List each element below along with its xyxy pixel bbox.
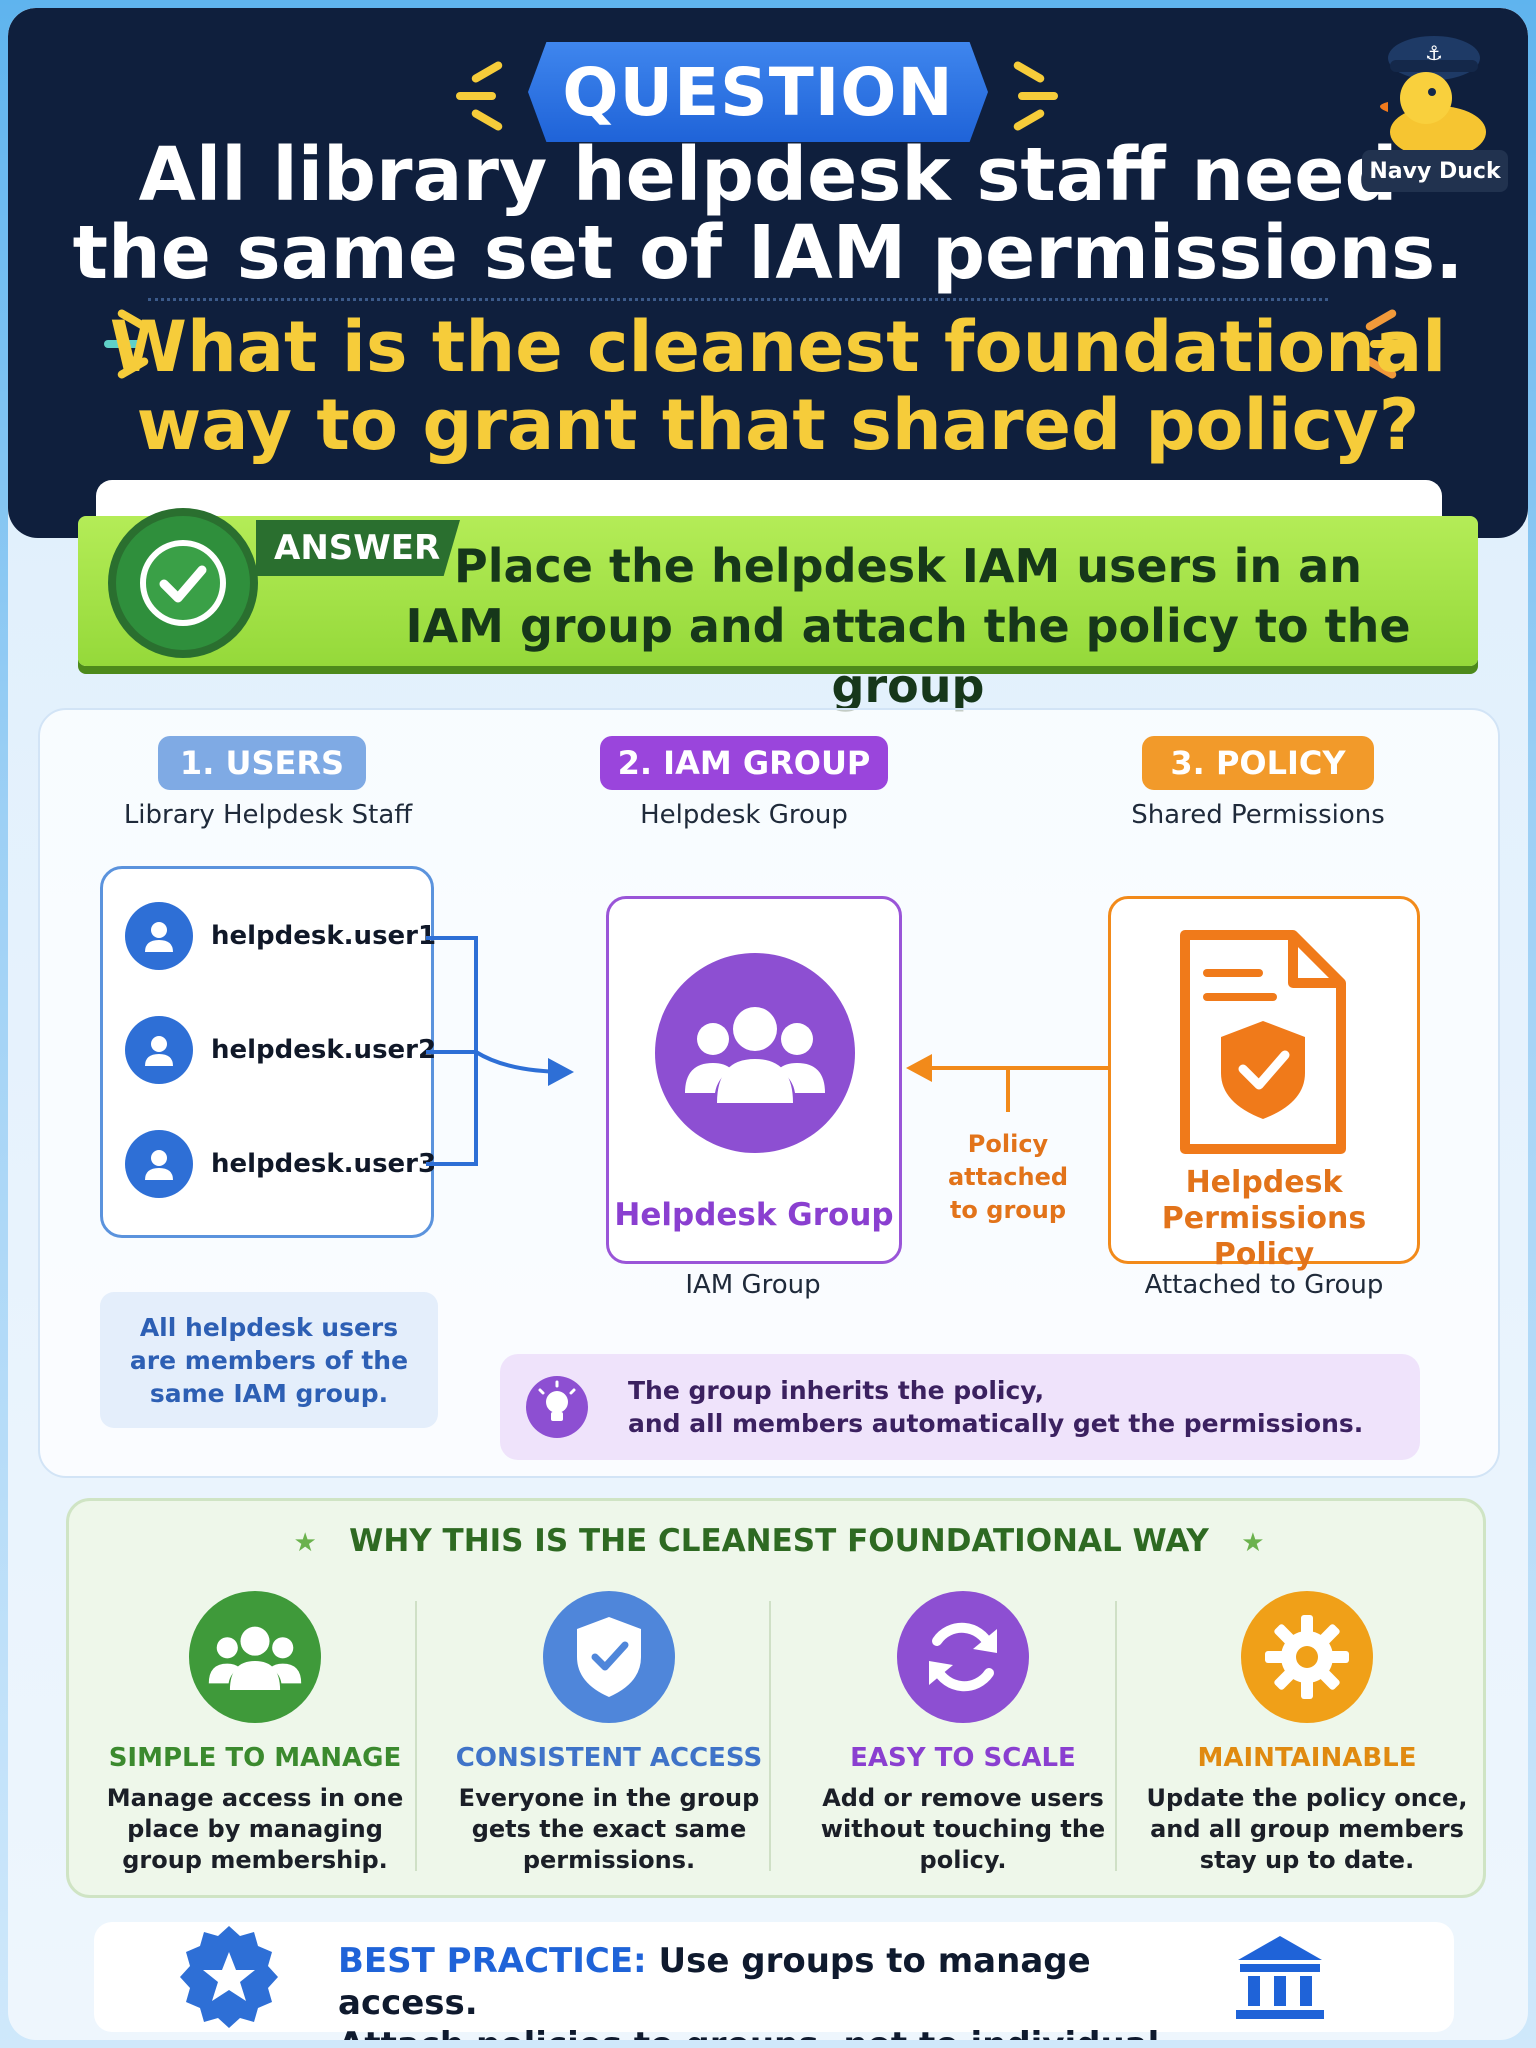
user-icon bbox=[125, 1016, 193, 1084]
user-item: helpdesk.user2 bbox=[125, 1015, 436, 1085]
column-divider bbox=[415, 1601, 417, 1871]
policy-document-icon bbox=[1180, 930, 1346, 1154]
group-caption: IAM Group bbox=[685, 1270, 821, 1300]
group-icon bbox=[655, 953, 855, 1153]
spark-ray bbox=[1370, 340, 1410, 348]
gear-icon bbox=[1241, 1591, 1373, 1723]
why-item-consistent: CONSISTENT ACCESS Everyone in the group … bbox=[439, 1591, 779, 1891]
why-title: ★ WHY THIS IS THE CLEANEST FOUNDATIONAL … bbox=[69, 1523, 1489, 1559]
best-practice-label: BEST PRACTICE: bbox=[338, 1941, 647, 1981]
spark-ray bbox=[104, 340, 144, 348]
why-body: Add or remove users without touching the… bbox=[820, 1784, 1106, 1874]
question-subline: What is the cleanest foundational way to… bbox=[68, 308, 1488, 464]
why-item-maintainable: MAINTAINABLE Update the policy once, and… bbox=[1137, 1591, 1477, 1891]
step-users-pill: 1. USERS bbox=[158, 736, 366, 790]
why-heading: MAINTAINABLE bbox=[1197, 1743, 1417, 1773]
check-icon bbox=[108, 508, 258, 658]
headline-line: the same set of IAM permissions. bbox=[72, 210, 1464, 296]
subline-line: What is the cleanest foundational bbox=[109, 306, 1447, 388]
group-name: Helpdesk Group bbox=[614, 1197, 894, 1233]
best-practice-line: Use groups to manage access. bbox=[338, 1941, 1091, 2023]
best-practice-text: BEST PRACTICE: Use groups to manage acce… bbox=[338, 1940, 1238, 2040]
star-badge-icon bbox=[180, 1926, 278, 2028]
column-divider bbox=[769, 1601, 771, 1871]
answer-line: IAM group and attach the policy to the g… bbox=[405, 599, 1411, 713]
policy-name-line: Helpdesk bbox=[1185, 1165, 1343, 1200]
why-heading: EASY TO SCALE bbox=[850, 1743, 1076, 1773]
user-name: helpdesk.user2 bbox=[211, 1035, 437, 1065]
why-item-scale: EASY TO SCALE Add or remove users withou… bbox=[793, 1591, 1133, 1891]
why-body: Update the policy once, and all group me… bbox=[1146, 1784, 1468, 1874]
why-body: Manage access in one place by managing g… bbox=[106, 1784, 404, 1874]
policy-caption: Attached to Group bbox=[1144, 1270, 1384, 1300]
inherit-note: The group inherits the policy, and all m… bbox=[500, 1354, 1420, 1460]
user-icon bbox=[125, 902, 193, 970]
mascot-label: Navy Duck bbox=[1362, 150, 1508, 192]
answer-tag: ANSWER bbox=[256, 520, 460, 576]
step-policy-subtitle: Shared Permissions bbox=[1131, 800, 1385, 830]
user-item: helpdesk.user3 bbox=[125, 1129, 436, 1199]
step-group-subtitle: Helpdesk Group bbox=[640, 800, 848, 830]
inherit-line: The group inherits the policy, bbox=[628, 1376, 1045, 1405]
question-badge-label: QUESTION bbox=[562, 53, 954, 131]
arrowhead bbox=[548, 1058, 574, 1086]
svg-text:⚓: ⚓ bbox=[1425, 41, 1443, 65]
spark-ray bbox=[456, 92, 496, 100]
institution-icon bbox=[1236, 1936, 1324, 2019]
policy-name: Helpdesk Permissions Policy bbox=[1111, 1165, 1417, 1273]
policy-box: Helpdesk Permissions Policy bbox=[1108, 896, 1420, 1272]
step-policy-pill: 3. POLICY bbox=[1142, 736, 1374, 790]
attach-label-line: to group bbox=[949, 1196, 1067, 1224]
user-icon bbox=[125, 1130, 193, 1198]
policy-name-line: Permissions Policy bbox=[1161, 1201, 1367, 1272]
users-icon bbox=[189, 1591, 321, 1723]
why-heading: SIMPLE TO MANAGE bbox=[108, 1743, 402, 1773]
answer-line: Place the helpdesk IAM users in an bbox=[454, 539, 1362, 593]
column-divider bbox=[1115, 1601, 1117, 1871]
divider bbox=[148, 298, 1328, 301]
lightbulb-icon bbox=[526, 1376, 588, 1438]
attach-label-line: Policy bbox=[967, 1130, 1049, 1158]
iam-group-box: Helpdesk Group bbox=[606, 896, 902, 1264]
star-icon: ★ bbox=[1241, 1528, 1265, 1558]
why-item-simple: SIMPLE TO MANAGE Manage access in one pl… bbox=[85, 1591, 425, 1891]
attach-label-line: attached bbox=[947, 1163, 1069, 1191]
why-body: Everyone in the group gets the exact sam… bbox=[458, 1784, 760, 1874]
inherit-line: and all members automatically get the pe… bbox=[628, 1409, 1364, 1438]
subline-line: way to grant that shared policy? bbox=[136, 384, 1420, 466]
headline-line: All library helpdesk staff need bbox=[138, 132, 1398, 218]
navy-duck-mascot-icon: ⚓ bbox=[1380, 36, 1486, 158]
user-name: helpdesk.user1 bbox=[211, 921, 437, 951]
user-name: helpdesk.user3 bbox=[211, 1149, 437, 1179]
question-badge: QUESTION bbox=[528, 42, 988, 142]
best-practice-bar: BEST PRACTICE: Use groups to manage acce… bbox=[94, 1922, 1454, 2040]
attach-label: Policy attached to group bbox=[938, 1128, 1078, 1227]
arrowhead bbox=[906, 1054, 932, 1082]
why-panel: ★ WHY THIS IS THE CLEANEST FOUNDATIONAL … bbox=[66, 1498, 1486, 1898]
step-group-pill: 2. IAM GROUP bbox=[600, 736, 888, 790]
refresh-icon bbox=[897, 1591, 1029, 1723]
user-item: helpdesk.user1 bbox=[125, 901, 436, 971]
question-headline: All library helpdesk staff need the same… bbox=[48, 136, 1488, 292]
best-practice-line: Attach policies to groups, not to indivi… bbox=[338, 2024, 1238, 2040]
star-icon: ★ bbox=[293, 1528, 317, 1558]
answer-text: Place the helpdesk IAM users in an IAM g… bbox=[368, 536, 1448, 716]
infographic: QUESTION All library helpdesk staff need… bbox=[8, 8, 1528, 2040]
users-box: helpdesk.user1 helpdesk.user2 helpdesk.u… bbox=[100, 866, 436, 1238]
shield-check-icon bbox=[543, 1591, 675, 1723]
step-users-subtitle: Library Helpdesk Staff bbox=[123, 800, 413, 830]
members-note: All helpdesk users are members of the sa… bbox=[100, 1292, 438, 1428]
inherit-text: The group inherits the policy, and all m… bbox=[628, 1374, 1408, 1440]
spark-ray bbox=[1018, 92, 1058, 100]
question-header: QUESTION All library helpdesk staff need… bbox=[8, 8, 1528, 538]
diagram-connectors bbox=[426, 936, 1108, 1166]
why-title-text: WHY THIS IS THE CLEANEST FOUNDATIONAL WA… bbox=[349, 1523, 1209, 1559]
why-heading: CONSISTENT ACCESS bbox=[455, 1743, 763, 1773]
